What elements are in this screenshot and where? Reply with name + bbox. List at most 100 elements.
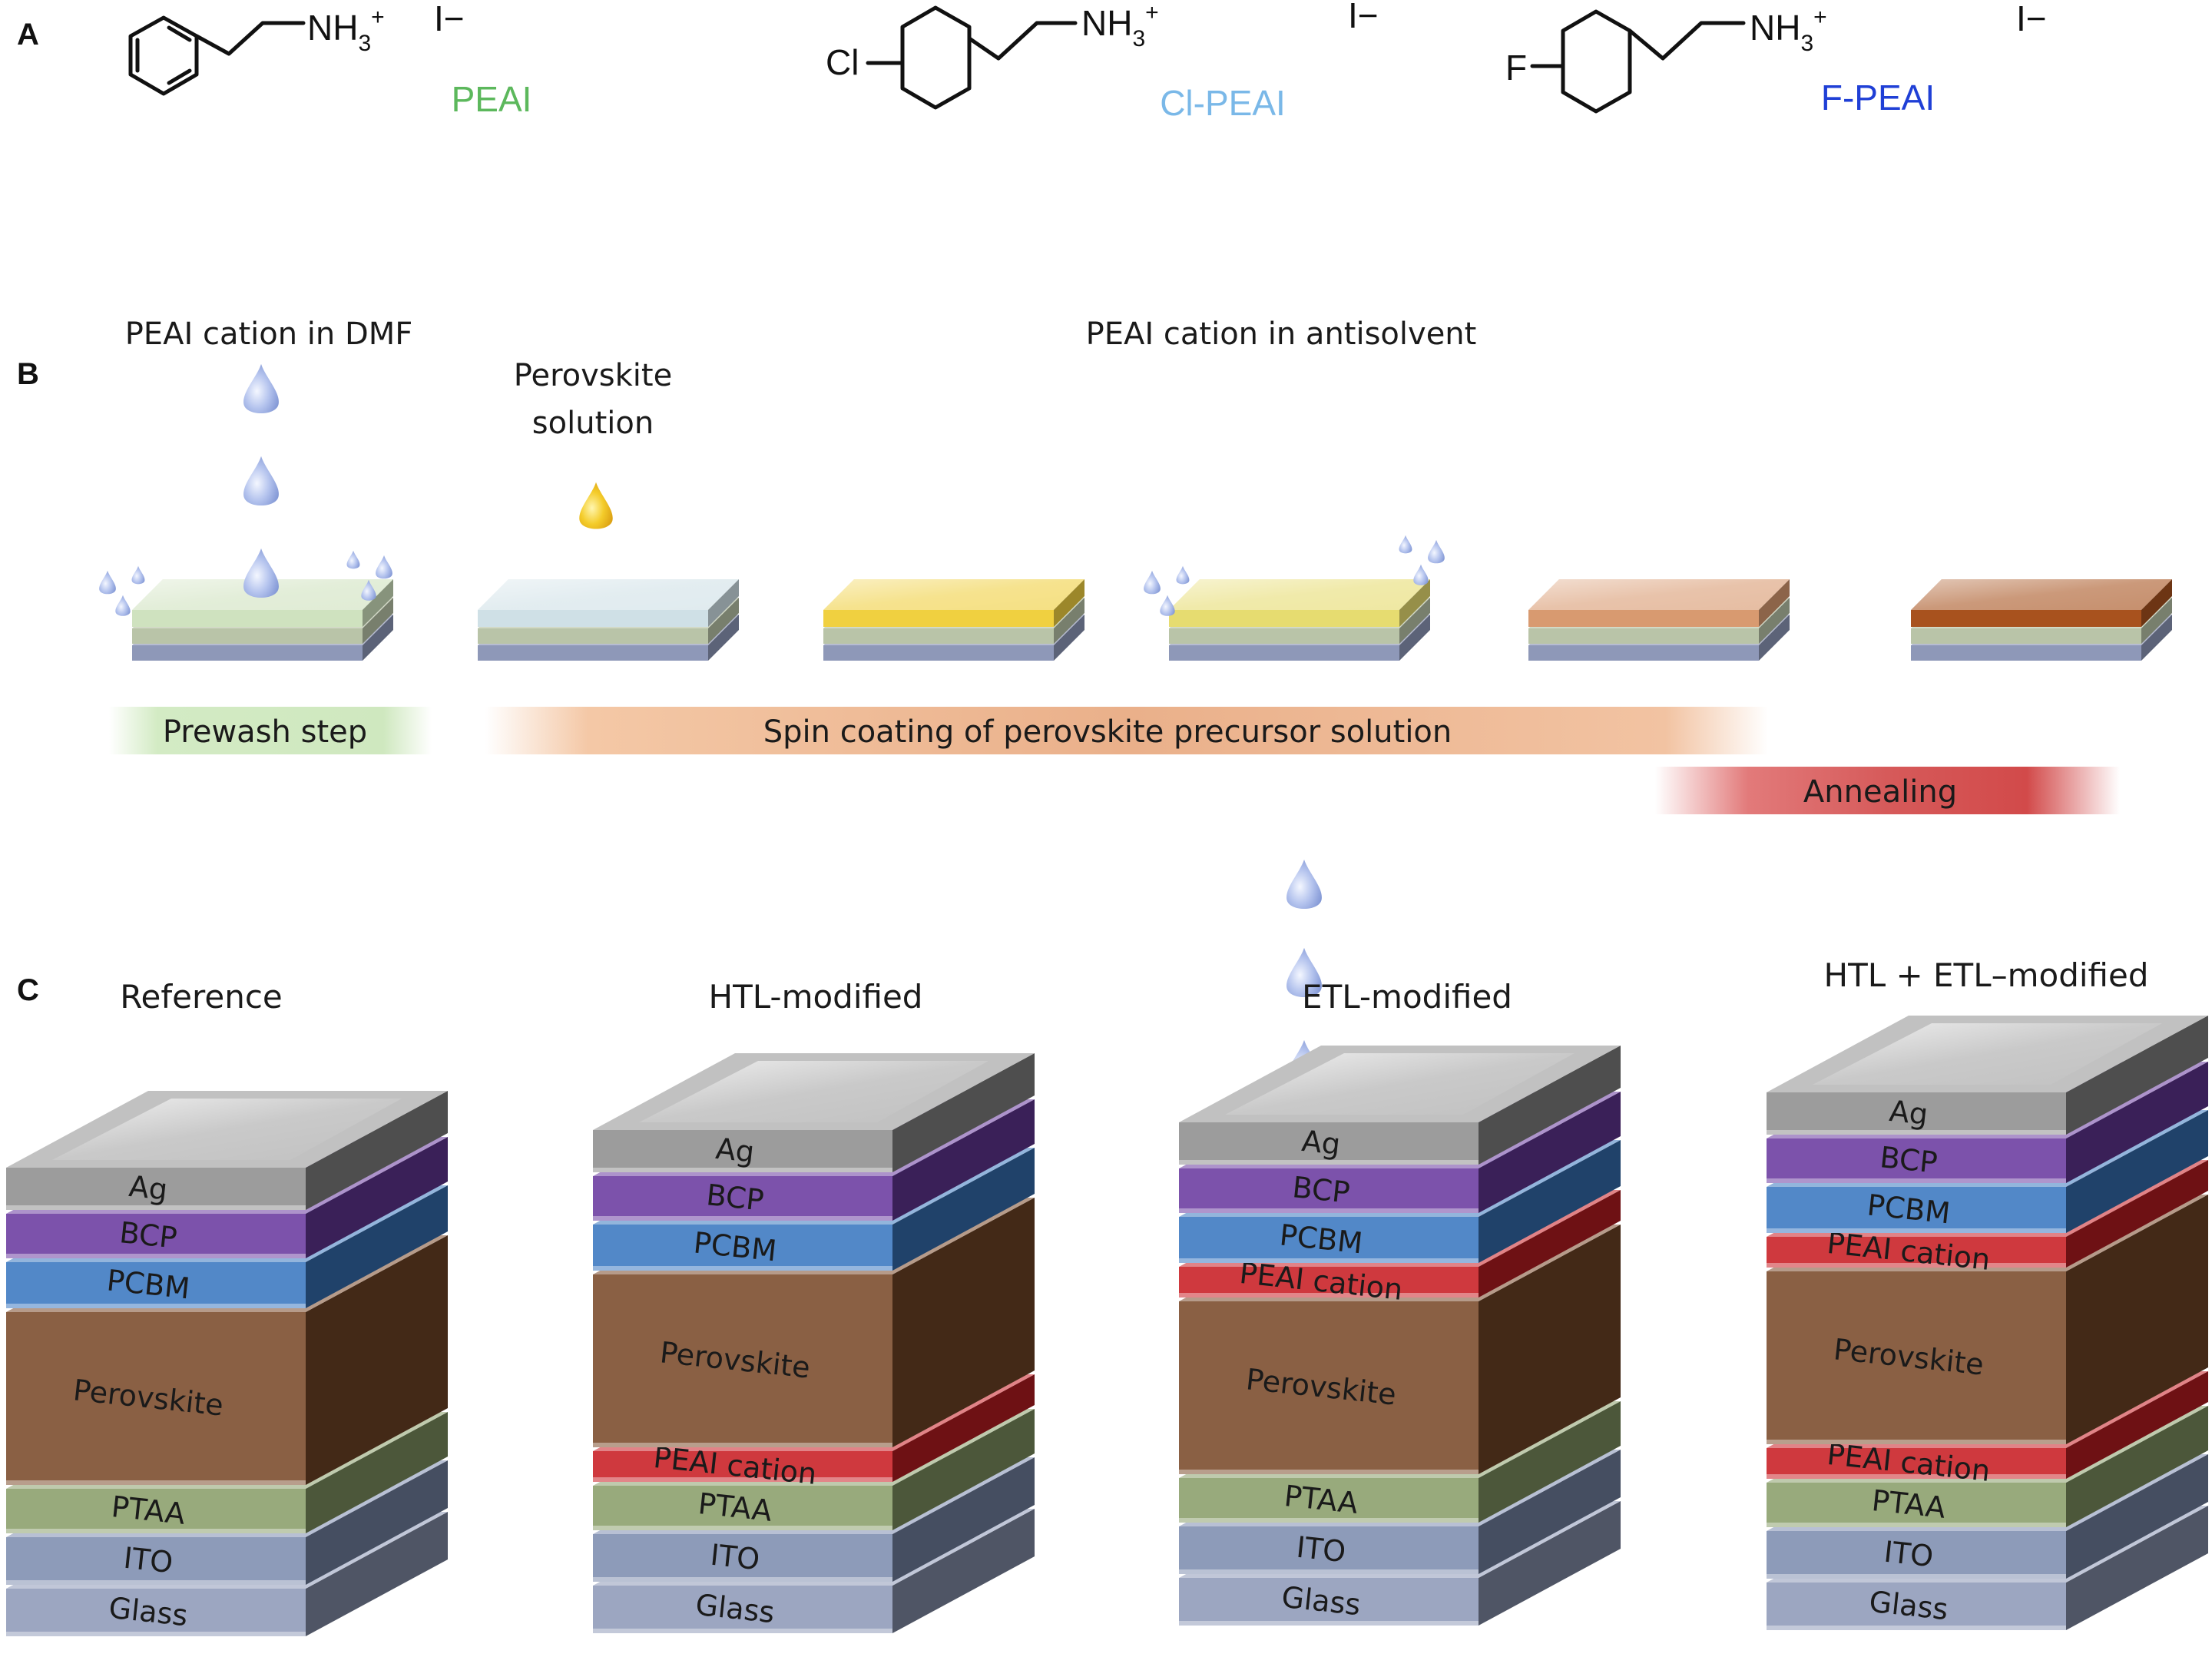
label-perovskite-solution-line1: Perovskite <box>514 358 672 393</box>
stack-layer: Ag <box>1179 1046 1621 1165</box>
layer-label: PTAA <box>1283 1479 1359 1520</box>
benzene-ring <box>1561 9 1632 114</box>
splash-droplet <box>131 565 145 585</box>
ethyl-chain <box>194 21 306 56</box>
layer-label: ITO <box>1295 1530 1348 1569</box>
process-substrate <box>823 579 1084 661</box>
stack-title: ETL-modified <box>1302 978 1512 1016</box>
layer-label: BCP <box>118 1215 179 1255</box>
process-substrate <box>1169 579 1430 661</box>
benzene-ring <box>900 5 972 110</box>
splash-droplet <box>1144 570 1161 595</box>
layer-label: Ag <box>127 1169 169 1207</box>
solvent-droplet <box>243 456 279 506</box>
antisolvent-droplet <box>1286 859 1322 910</box>
antisolvent-droplet <box>1286 947 1322 998</box>
amine-group: NH3+ <box>1750 5 1827 56</box>
layer-label: Ag <box>1888 1094 1929 1132</box>
label-peai-in-dmf: PEAI cation in DMF <box>125 317 413 352</box>
fluorine-substituent: F <box>1505 48 1527 88</box>
solvent-droplet <box>243 363 279 414</box>
label-perovskite-solution-line2: solution <box>532 406 654 441</box>
ethyl-chain <box>1628 21 1746 61</box>
perovskite-solution-droplet <box>579 482 613 529</box>
splash-droplet <box>1399 535 1412 554</box>
splash-droplet <box>99 570 116 595</box>
panel-letter-a: A <box>17 18 39 51</box>
compound-peai: NH3+ I− PEAI <box>128 0 532 119</box>
splash-droplet <box>1428 539 1445 564</box>
splash-droplet <box>346 550 360 569</box>
layer-label: BCP <box>1291 1170 1352 1210</box>
layer-label: Glass <box>694 1588 777 1630</box>
layer-label: Glass <box>1280 1580 1363 1622</box>
splash-droplet <box>361 579 376 601</box>
device-stacks: ReferenceGlassITOPTAAPerovskitePCBMBCPAg… <box>6 956 2208 1636</box>
layer-label: Ag <box>1300 1124 1342 1162</box>
layer-label: Glass <box>1868 1585 1950 1627</box>
prewash-label: Prewash step <box>163 714 367 750</box>
layer-label: BCP <box>705 1178 766 1218</box>
panel-c: C ReferenceGlassITOPTAAPerovskitePCBMBCP… <box>6 956 2208 1636</box>
panel-letter-c: C <box>17 973 39 1007</box>
compound-f-peai: F NH3+ I− F-PEAI <box>1505 0 2047 118</box>
annealing-label: Annealing <box>1803 774 1957 810</box>
layer-label: BCP <box>1879 1140 1939 1180</box>
stack-title: HTL-modified <box>709 978 923 1016</box>
prewash-band <box>109 707 432 754</box>
layer-label: ITO <box>709 1538 762 1576</box>
layer-label: PTAA <box>1870 1483 1947 1525</box>
spin-coating-band <box>485 707 1768 754</box>
iodide-counterion: I− <box>1348 0 1379 35</box>
solvent-droplet <box>243 548 279 598</box>
amine-group: NH3+ <box>1081 0 1159 51</box>
process-substrate <box>1528 579 1790 661</box>
compound-name-peai: PEAI <box>452 79 532 119</box>
stack-title: Reference <box>120 978 283 1016</box>
splash-droplet <box>115 595 131 616</box>
substrate-sheen <box>478 579 739 610</box>
ethyl-chain <box>967 21 1078 61</box>
annealing-band <box>1655 767 2120 814</box>
splash-droplet <box>1176 565 1190 585</box>
compound-name-f-peai: F-PEAI <box>1821 78 1935 118</box>
amine-group: NH3+ <box>307 5 385 56</box>
layer-label: Ag <box>714 1132 756 1169</box>
layer-label: PTAA <box>110 1490 187 1531</box>
panel-b: B PEAI cation in DMF Perovskite solution… <box>17 317 2172 1090</box>
substrate-sheen <box>1528 579 1790 610</box>
layer-label: Glass <box>108 1591 190 1633</box>
process-substrate <box>478 579 739 661</box>
process-droplets <box>99 363 1445 1090</box>
spin-coating-label: Spin coating of perovskite precursor sol… <box>763 714 1452 750</box>
layer-label: ITO <box>1883 1535 1936 1573</box>
stack-title: HTL + ETL–modified <box>1823 956 2148 994</box>
stack-layer: Ag <box>1767 1016 2208 1135</box>
iodide-counterion: I− <box>434 0 465 38</box>
stack-layer: Perovskite <box>1179 1225 1621 1474</box>
substrate-sheen <box>1169 579 1430 610</box>
panel-letter-b: B <box>17 357 39 391</box>
compound-name-cl-peai: Cl-PEAI <box>1160 83 1286 123</box>
panel-a: A NH3+ I− PEAI Cl NH3+ I− Cl-P <box>17 0 2047 123</box>
chlorine-substituent: Cl <box>826 42 859 82</box>
layer-label: ITO <box>122 1541 175 1579</box>
compound-cl-peai: Cl NH3+ I− Cl-PEAI <box>826 0 1379 123</box>
benzene-ring <box>128 15 199 96</box>
stack-layer: Ag <box>593 1053 1035 1172</box>
stack-layer: Ag <box>6 1091 448 1210</box>
splash-droplet <box>1413 564 1429 585</box>
substrate-sheen <box>823 579 1084 610</box>
iodide-counterion: I− <box>2016 0 2047 38</box>
substrate-sheen <box>1911 579 2172 610</box>
layer-label: PTAA <box>697 1486 773 1528</box>
splash-droplet <box>376 555 392 579</box>
label-peai-in-antisolvent: PEAI cation in antisolvent <box>1086 317 1477 352</box>
process-substrates <box>132 579 2172 661</box>
process-substrate <box>1911 579 2172 661</box>
